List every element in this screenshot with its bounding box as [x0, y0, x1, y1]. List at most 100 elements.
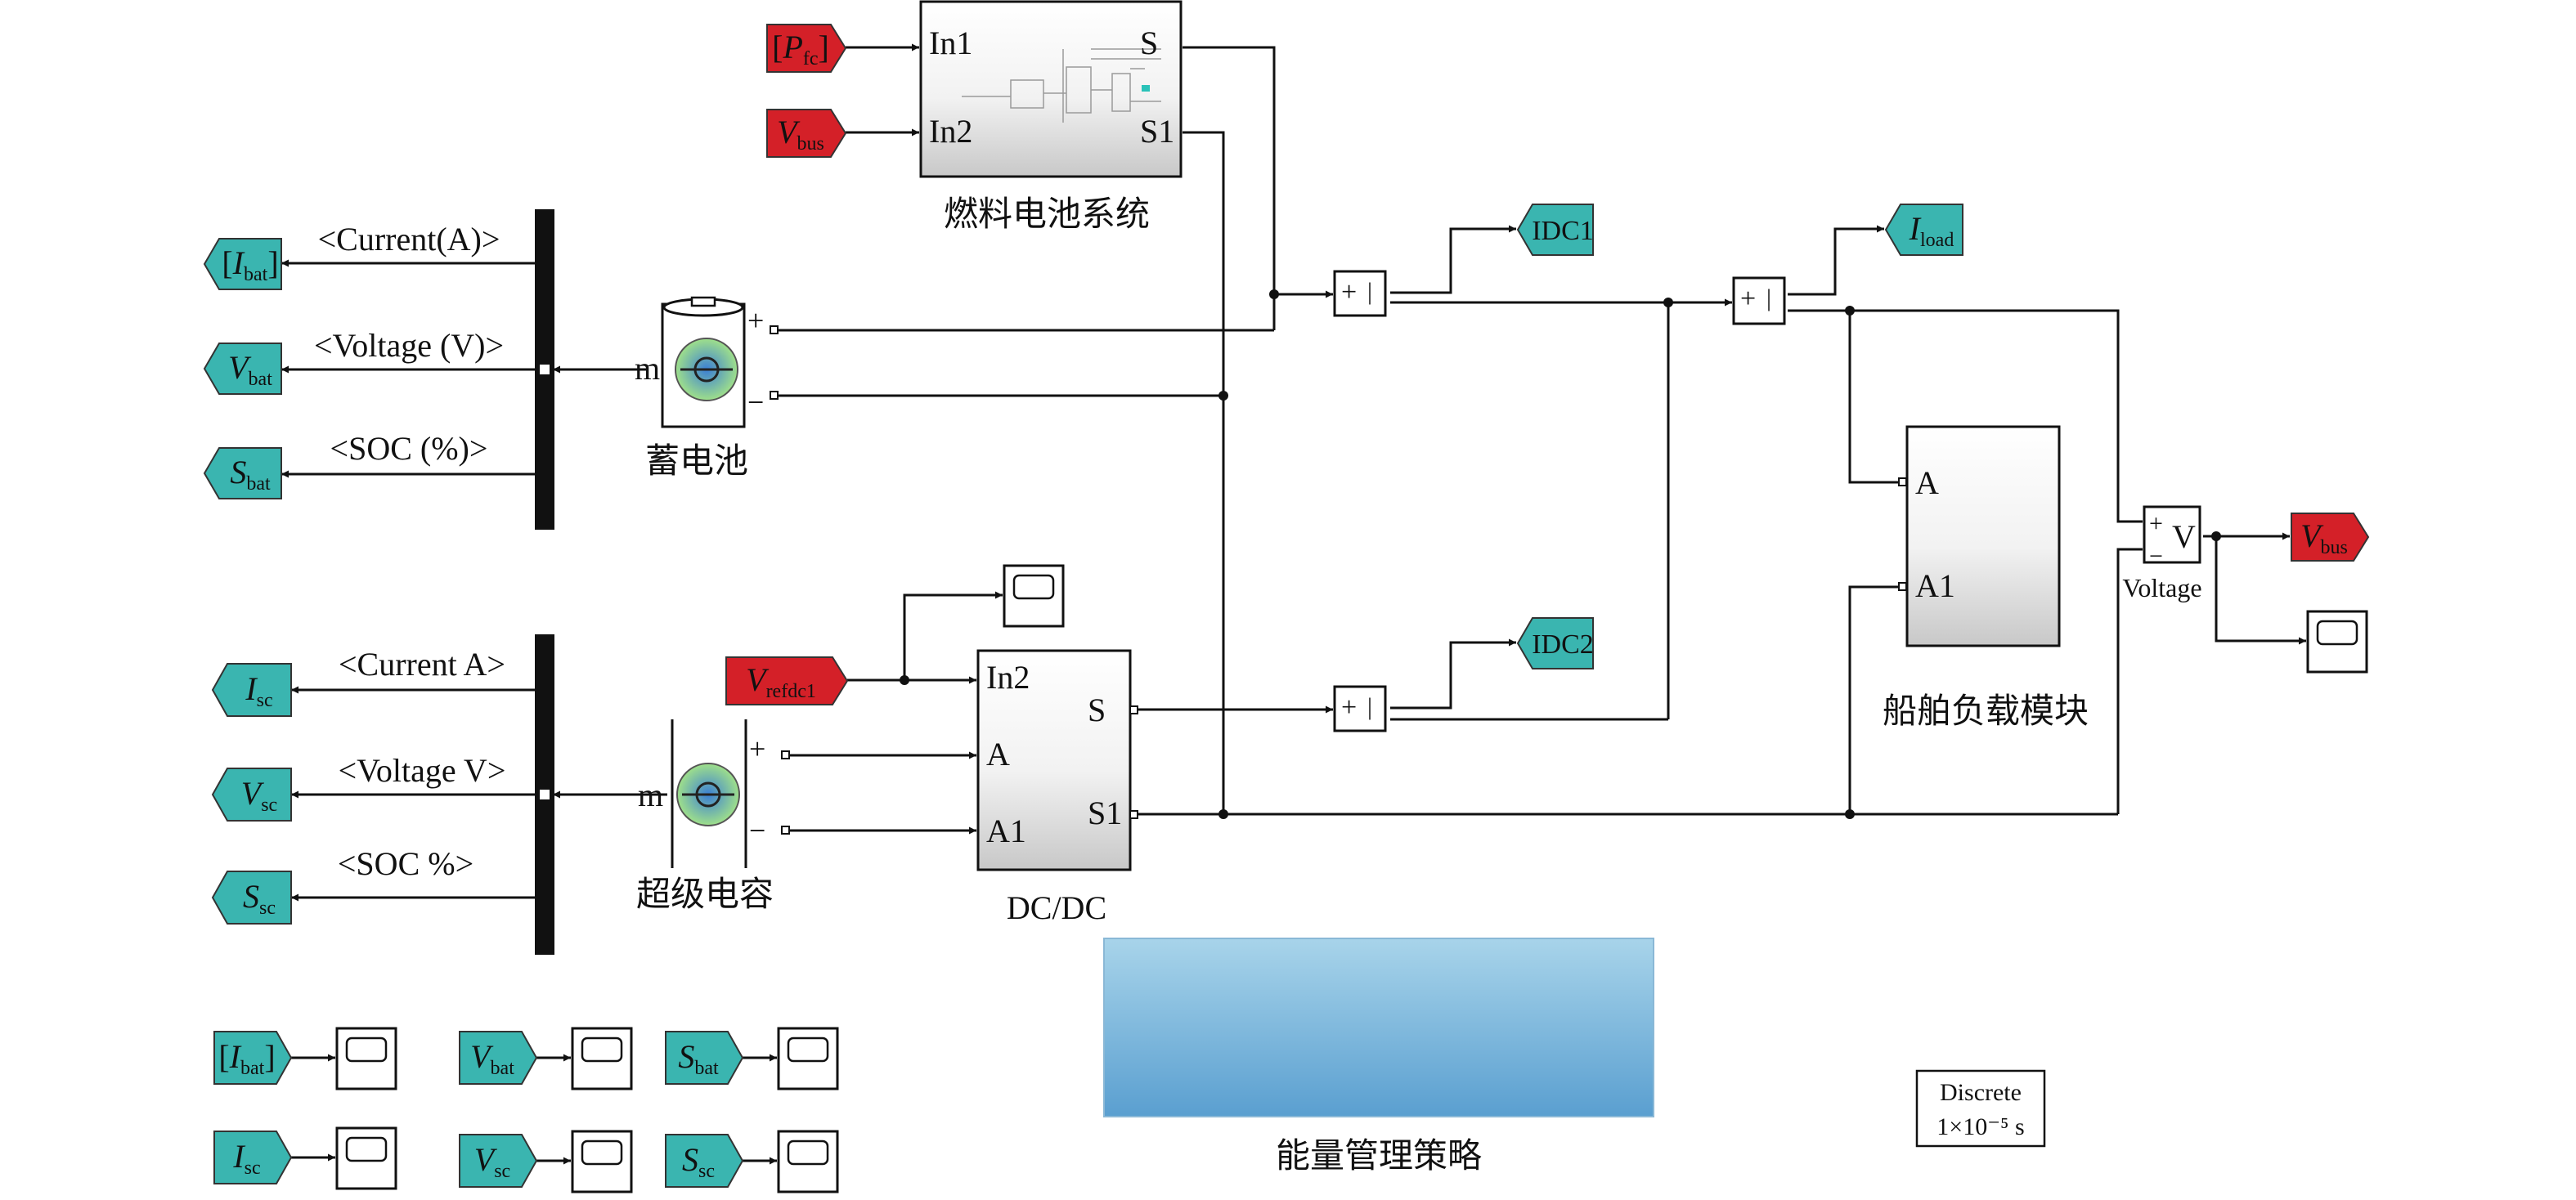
tag-vbat-in[interactable]: Vbat — [459, 1031, 538, 1085]
tag-idc2[interactable]: IDC2 — [1516, 617, 1594, 669]
fc-port-s1: S1 — [1140, 113, 1174, 150]
scope-ssc[interactable] — [777, 1130, 839, 1193]
load-port-a: A — [1915, 464, 1939, 501]
dcdc-port-a1: A1 — [986, 813, 1026, 849]
dcdc-title: DC/DC — [1007, 889, 1106, 926]
tag-sbat-in[interactable]: Sbat — [665, 1031, 744, 1085]
tag-vref[interactable]: Vrefdc1 — [725, 656, 849, 705]
wire-sum3-idc2 — [1390, 638, 1516, 710]
sc-port-minus: − — [749, 814, 765, 847]
tag-idc1[interactable]: IDC1 — [1516, 204, 1594, 256]
junction-dot — [1269, 289, 1279, 299]
energy-management-strategy-block[interactable]: 能量管理策略 — [1103, 938, 1654, 1175]
dcdc-port-s: S — [1088, 692, 1106, 728]
current-sum-block-3[interactable]: + | — [1333, 685, 1387, 732]
tag-label: Sbat — [678, 1038, 719, 1079]
powergui-sample-time: 1×10⁻⁵ s — [1936, 1113, 2024, 1140]
tag-vbat-out[interactable]: Vbat — [203, 343, 282, 395]
dcdc-port-s1: S1 — [1088, 795, 1122, 831]
tag-sbat-out[interactable]: Sbat — [203, 447, 282, 499]
scope-isc[interactable] — [335, 1126, 397, 1190]
tag-ssc-out[interactable]: Ssc — [211, 871, 292, 925]
wire-sum1-idc1 — [1390, 225, 1516, 294]
sum1-bar-sign: | — [1367, 278, 1372, 305]
voltage-port-plus: + — [2149, 510, 2163, 537]
supercapacitor-block[interactable]: m + − 超级电容 — [636, 719, 790, 914]
tag-label: Vsc — [474, 1141, 510, 1182]
tag-vsc-in[interactable]: Vsc — [459, 1134, 538, 1188]
scope-vref[interactable] — [1003, 564, 1065, 628]
tag-iload[interactable]: Iload — [1884, 204, 1963, 256]
voltage-measurement-block[interactable]: + − V Voltage — [2122, 505, 2202, 602]
battery-port-m: m — [635, 350, 660, 387]
scope-vbat[interactable] — [571, 1027, 633, 1090]
dcdc-port-in2: In2 — [986, 659, 1030, 696]
fc-port-in2: In2 — [929, 113, 972, 150]
sum2-bar-sign: | — [1766, 284, 1771, 311]
fuel-cell-system-block[interactable]: In1 In2 S S1 燃料电池系统 — [919, 0, 1183, 234]
sc-port-plus: + — [749, 732, 765, 765]
sc-signal-soc-label: <SOC %> — [338, 845, 473, 882]
sc-signal-voltage-label: <Voltage V> — [339, 752, 506, 789]
sum1-plus-sign: + — [1341, 277, 1357, 307]
sc-bus-selector[interactable] — [535, 634, 554, 955]
fc-port-s: S — [1140, 25, 1158, 61]
tag-label: Ssc — [243, 878, 276, 919]
tag-label: Vbus — [2300, 517, 2348, 558]
signal-wires — [281, 43, 2306, 1165]
tag-label: Vbat — [470, 1038, 514, 1079]
tag-label: Sbat — [230, 454, 271, 495]
sum3-plus-sign: + — [1341, 692, 1357, 723]
bat-signal-soc-label: <SOC (%)> — [330, 430, 488, 467]
sc-port-m: m — [638, 777, 663, 813]
dcdc-converter-block[interactable]: In2 A A1 S S1 DC/DC — [976, 649, 1138, 926]
scope-ibat[interactable] — [335, 1027, 397, 1090]
tag-label: [Pfc] — [772, 29, 829, 69]
battery-block[interactable]: m + − 蓄电池 — [635, 296, 779, 481]
battery-port-plus: + — [747, 304, 764, 337]
tag-isc-out[interactable]: Isc — [211, 663, 292, 717]
current-sum-block-1[interactable]: + | — [1333, 270, 1387, 317]
bat-signal-voltage-label: <Voltage (V)> — [314, 327, 504, 364]
powergui-mode: Discrete — [1940, 1079, 2022, 1106]
tag-vbus-in[interactable]: Vbus — [766, 109, 847, 158]
tag-isc-in[interactable]: Isc — [213, 1131, 293, 1184]
tag-label: Isc — [245, 670, 272, 711]
dcdc-port-a: A — [986, 736, 1010, 772]
wire-load-a — [1848, 311, 1905, 484]
tag-ibat-out[interactable]: [Ibat] — [203, 238, 282, 290]
tag-label: Isc — [232, 1138, 260, 1179]
tag-ssc-in[interactable]: Ssc — [665, 1134, 744, 1188]
tag-label: Vbus — [777, 114, 824, 154]
battery-bus-selector[interactable] — [535, 209, 554, 530]
fc-port-in1: In1 — [929, 25, 972, 61]
scope-vsc[interactable] — [571, 1130, 633, 1193]
powergui-block[interactable]: Discrete 1×10⁻⁵ s — [1915, 1069, 2046, 1148]
load-title: 船舶负载模块 — [1883, 691, 2089, 731]
load-port-a1: A1 — [1915, 567, 1955, 604]
bat-signal-current-label: <Current(A)> — [318, 221, 500, 257]
scope-vbus[interactable] — [2306, 610, 2368, 674]
tag-pfc[interactable]: [Pfc] — [766, 24, 847, 73]
wire-sum2-out — [1788, 309, 2143, 523]
tag-ibat-in[interactable]: [Ibat] — [213, 1031, 293, 1085]
junction-dot — [900, 675, 909, 685]
current-sum-block-2[interactable]: + | — [1732, 276, 1786, 325]
wire-sum2-iload — [1788, 225, 1884, 296]
ship-load-block[interactable]: A A1 船舶负载模块 — [1883, 425, 2089, 731]
tag-vsc-out[interactable]: Vsc — [211, 768, 292, 822]
tag-label: [Ibat] — [222, 244, 278, 285]
tag-label: [Ibat] — [218, 1038, 275, 1079]
tag-label: Iload — [1909, 210, 1954, 251]
tag-vbus-out[interactable]: Vbus — [2291, 513, 2370, 562]
fc-block-title: 燃料电池系统 — [944, 194, 1150, 234]
tag-label: Vrefdc1 — [746, 661, 816, 702]
subsystem-preview-icon — [962, 48, 1161, 123]
sc-title: 超级电容 — [636, 874, 774, 914]
wire-load-a1 — [1848, 585, 1905, 814]
tag-label: IDC2 — [1532, 629, 1594, 660]
battery-title: 蓄电池 — [645, 441, 748, 481]
junction-dot — [2211, 531, 2221, 541]
scope-sbat[interactable] — [777, 1027, 839, 1090]
